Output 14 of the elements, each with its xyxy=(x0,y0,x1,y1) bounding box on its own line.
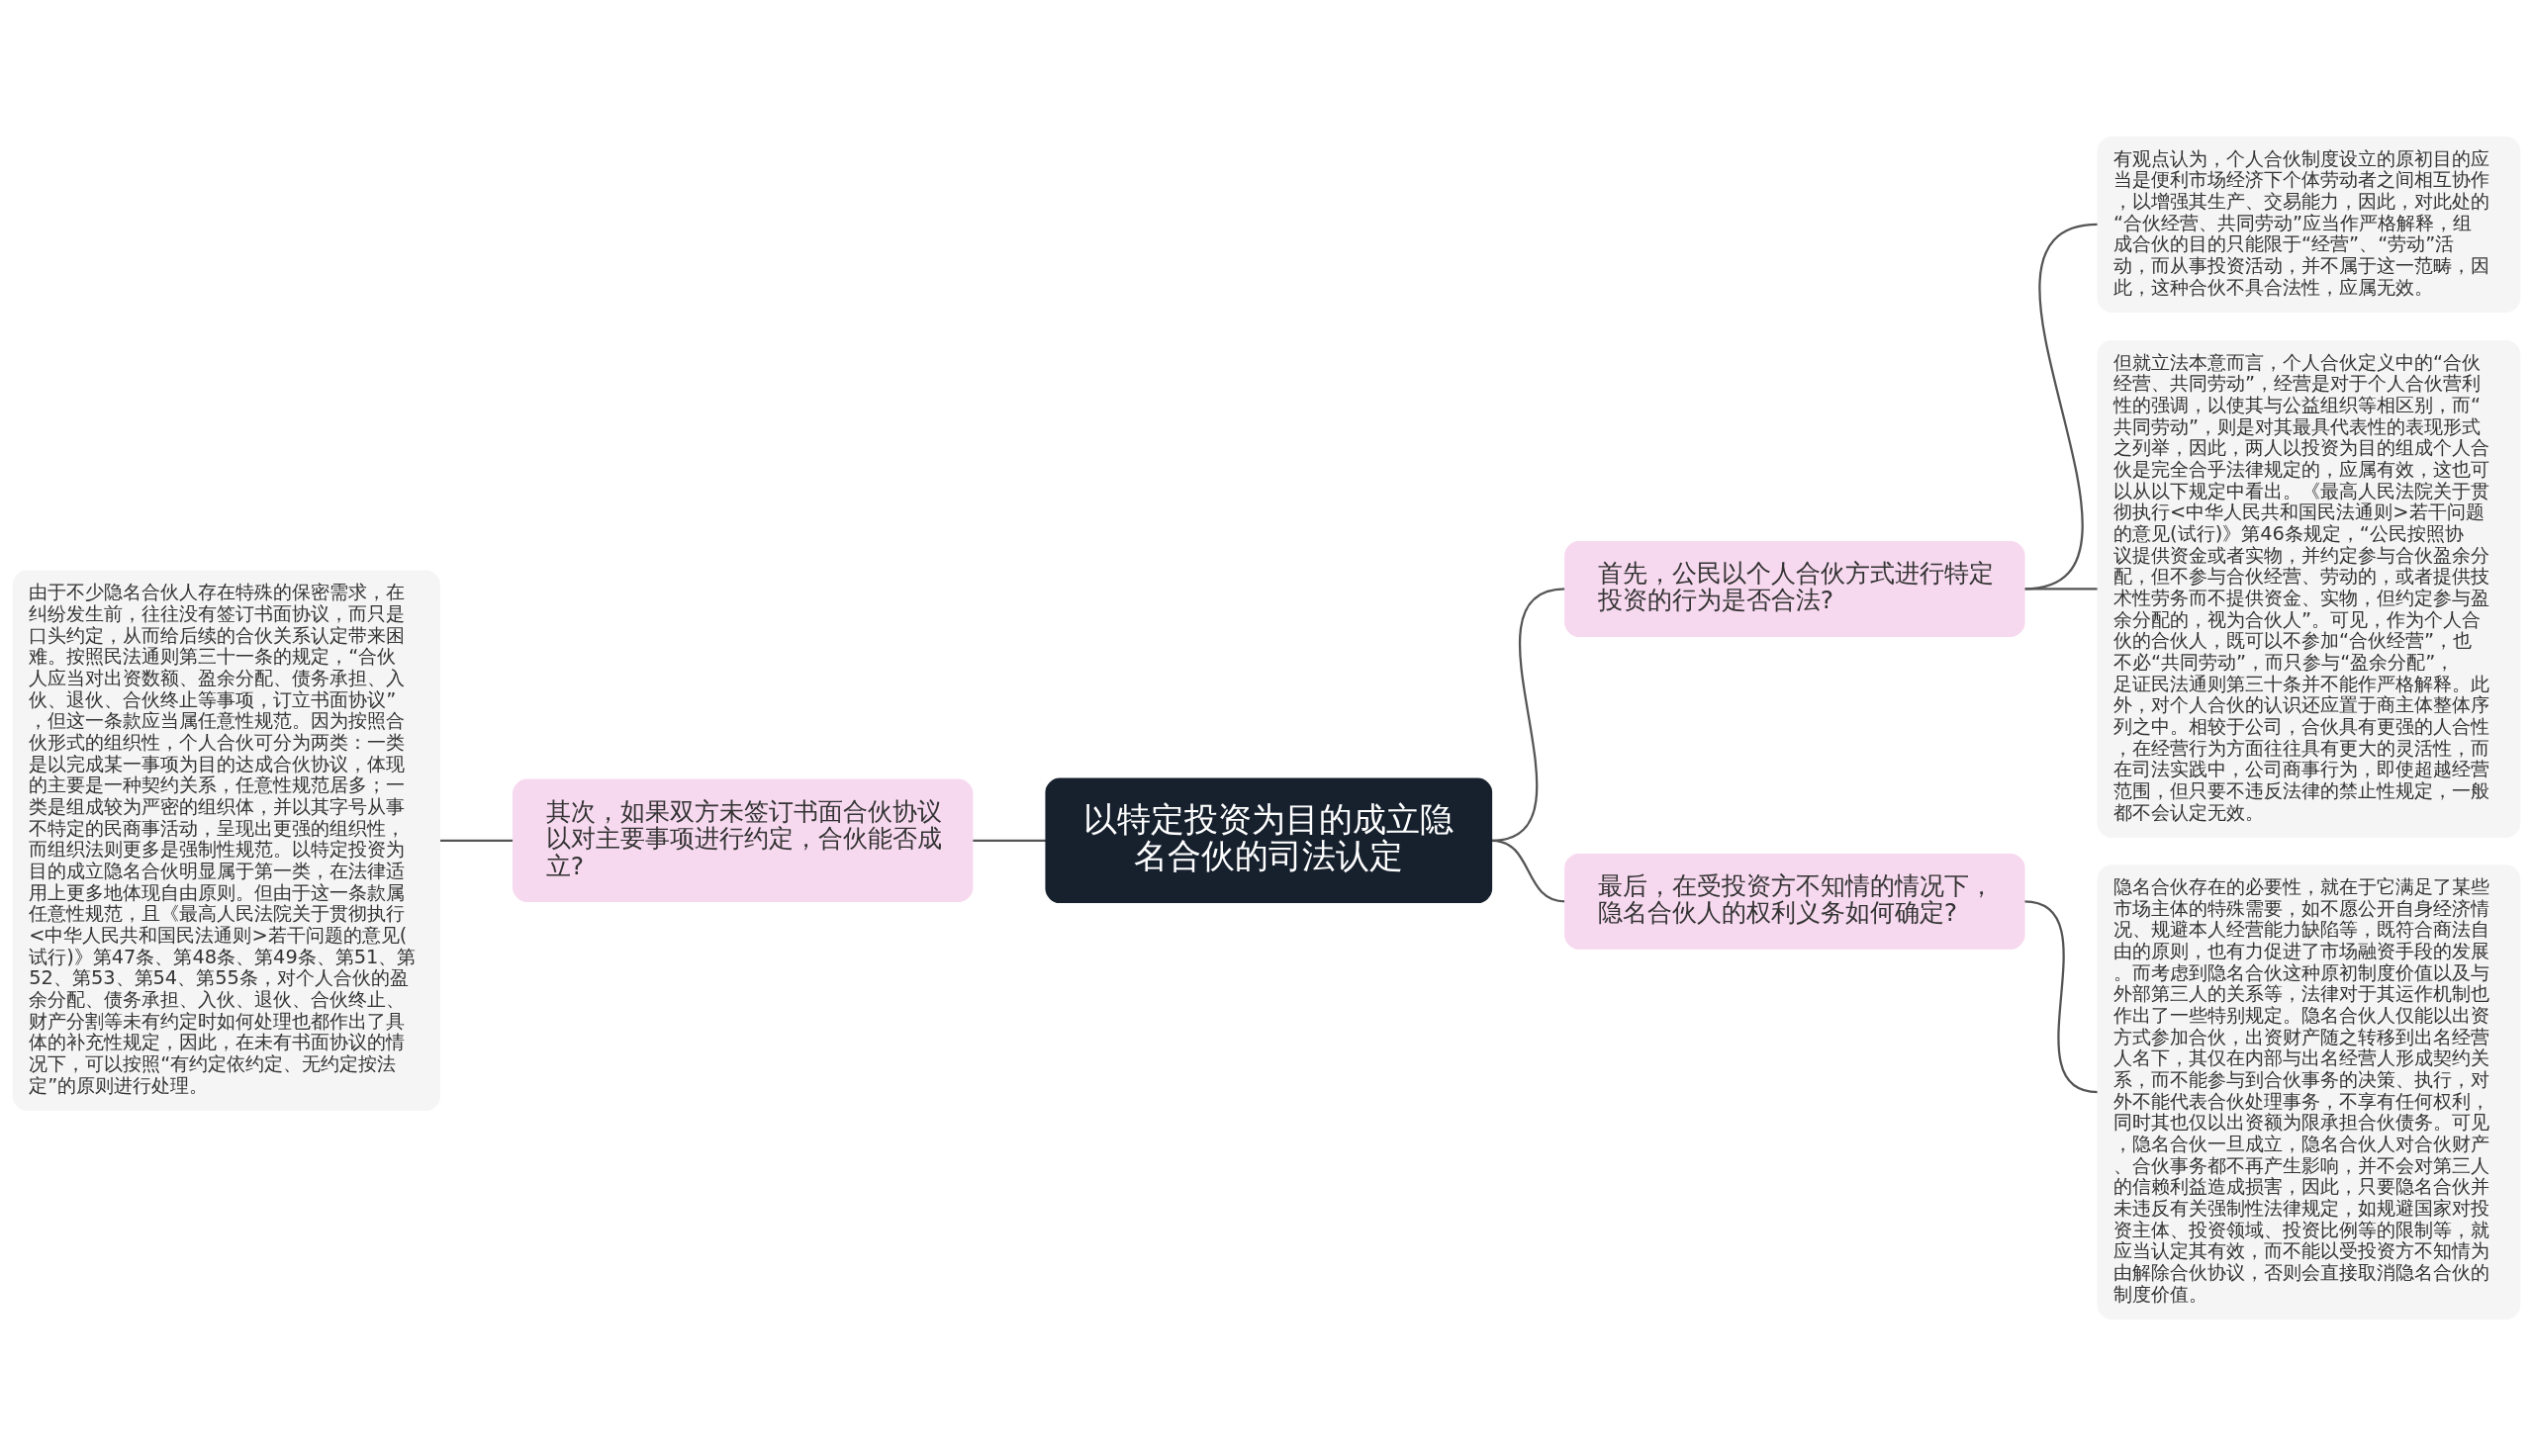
connector xyxy=(2023,223,2099,591)
connector xyxy=(1491,839,1565,903)
node-box: 以特定投资为目的成立隐名合伙的司法认定 xyxy=(1045,777,1493,904)
node-box: 但就立法本意而言，个人合伙定义中的“合伙经营、共同劳动”，经营是对于个人合伙营利性的强调，以使其与公益组织等相区别，而“共同劳动”，则是对其最具代表性的表现形式之列举，因此，两人以投资为目的组成个人合伙是完全合乎法律规定的，应属有效，这也可以从以下规定中看出。《最高人民法院关于贯彻执行<中华人民共和国民法通则>若干问题的意见(试行)》第46条规定，“公民按照协议提供资金或者实物，并约定参与合伙盈余分配，但不参与合伙经营、劳动的，或者提供技术性劳务而不提供资金、实物，但约定参与盈余分配的，视为合伙人”。可见，作为个人合伙的合伙人，既可以不参加“合伙经营”，也不必“共同劳动”，而只参与“盈余分配”，足证民法通则第三十条并不能作严格解释。此外，对个人合伙的认识还应置于商主体整体序列之中。相较于公司，合伙具有更强的人合性，在经营行为方面往往具有更大的灵活性，而在司法实践中，公司商事行为，即使超越经营范围，但只要不违反法律的禁止性规定，一般都不会认定无效。 xyxy=(2097,339,2521,838)
node-box: 最后，在受投资方不知情的情况下，隐名合伙人的权利义务如何确定? xyxy=(1564,853,2025,950)
node-box: 隐名合伙存在的必要性，就在于它满足了某些市场主体的特殊需要，如不愿公开自身经济情况、规避本人经营能力缺陷等，既符合商法自由的原则，也有力促进了市场融资手段的发展。而考虑到隐名合伙这种原初制度价值以及与外部第三人的关系等，法律对于其运作机制也作出了一些特别规定。隐名合伙人仅能以出资方式参加合伙，出资财产随之转移到出名经营人名下，其仅在内部与出名经营人形成契约关系，而不能参与到合伙事务的决策、执行，对外不能代表合伙处理事务，不享有任何权利，同时其也仅以出资额为限承担合伙债务。可见，隐名合伙一旦成立，隐名合伙人对合伙财产、合伙事务都不再产生影响，并不会对第三人的信赖利益造成损害，因此，只要隐名合伙并未违反有关强制性法律规定，如规避国家对投资主体、投资领域、投资比例等的限制等，就应当认定其有效，而不能以受投资方不知情为由解除合伙协议，否则会直接取消隐名合伙的制度价值。 xyxy=(2097,864,2521,1320)
connector xyxy=(2023,588,2099,591)
node-box: 有观点认为，个人合伙制度设立的原初目的应当是便利市场经济下个体劳动者之间相互协作，以增强其生产、交易能力，因此，对此处的“合伙经营、共同劳动”应当作严格解释，组成合伙的目的只能限于“经营”、“劳动”活动，而从事投资活动，并不属于这一范畴，因此，这种合伙不具合法性，应属无效。 xyxy=(2097,136,2521,313)
node-box: 由于不少隐名合伙人存在特殊的保密需求，在纠纷发生前，往往没有签订书面协议，而只是口头约定，从而给后续的合伙关系认定带来困难。按照民法通则第三十一条的规定，“合伙人应当对出资数额、盈余分配、债务承担、入伙、退伙、合伙终止等事项，订立书面协议”，但这一条款应当属任意性规范。因为按照合伙形式的组织性，个人合伙可分为两类：一类是以完成某一事项为目的达成合伙协议，体现的主要是一种契约关系，任意性规范居多；一类是组成较为严密的组织体，并以其字号从事不特定的民商事活动，呈现出更强的组织性，而组织法则更多是强制性规范。以特定投资为目的成立隐名合伙明显属于第一类，在法律适用上更多地体现自由原则。但由于这一条款属任意性规范，且《最高人民法院关于贯彻执行<中华人民共和国民法通则>若干问题的意见(试行)》第47条、第48条、第49条、第51、第52、第53、第54、第55条，对个人合伙的盈余分配、债务承担、入伙、退伙、合伙终止、财产分割等未有约定时如何处理也都作出了具体的补充性规定，因此，在未有书面协议的情况下，可以按照“有约定依约定、无约定按法定”的原则进行处理。 xyxy=(12,570,440,1111)
connector xyxy=(439,839,514,842)
node-box: 首先，公民以个人合伙方式进行特定投资的行为是否合法? xyxy=(1564,540,2025,637)
connector xyxy=(2023,900,2099,1094)
node-box: 其次，如果双方未签订书面合伙协议以对主要事项进行约定，合伙能否成立? xyxy=(513,778,974,902)
connector xyxy=(972,839,1046,842)
